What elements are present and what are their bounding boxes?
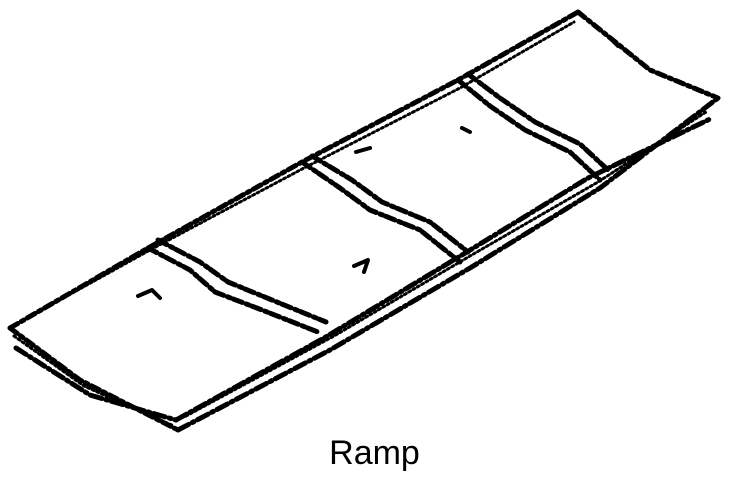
ramp-front-edge — [13, 95, 721, 433]
surface-marks — [136, 38, 620, 300]
panel-divider-1 — [145, 237, 329, 335]
ramp-edge-texture — [12, 20, 708, 428]
panel-divider-2 — [299, 153, 471, 265]
panel-divider-3 — [455, 71, 611, 183]
ramp-top-outline — [7, 9, 721, 433]
figure-caption: Ramp — [329, 434, 420, 472]
